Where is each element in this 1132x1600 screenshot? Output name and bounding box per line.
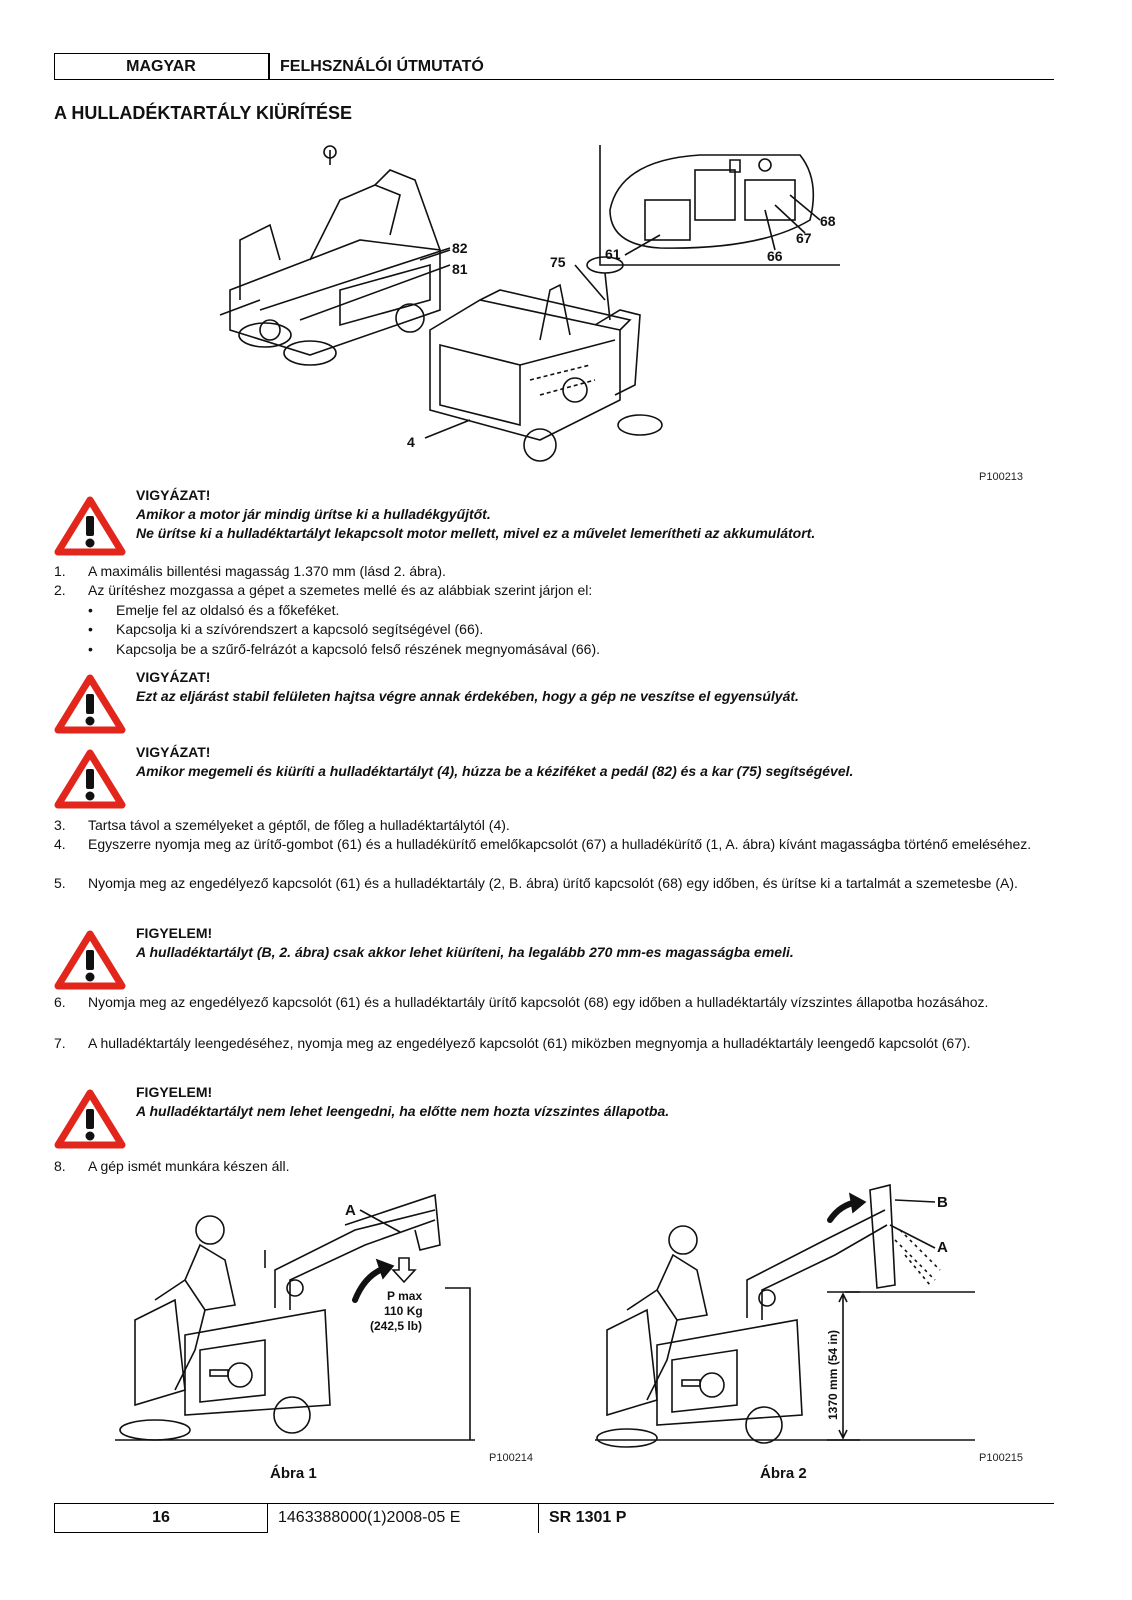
page-footer: 16 1463388000(1)2008-05 E SR 1301 P bbox=[54, 1503, 1054, 1533]
header-divider bbox=[268, 53, 269, 80]
warning-title: VIGYÁZAT! bbox=[136, 744, 211, 760]
callout-67: 67 bbox=[796, 230, 812, 246]
machine-illustration-top: 82 81 75 61 66 67 68 4 bbox=[219, 145, 840, 462]
warning-title: FIGYELEM! bbox=[136, 1084, 213, 1100]
warning-line: A hulladéktartályt (B, 2. ábra) csak akk… bbox=[136, 944, 794, 960]
warning-line: Ezt az eljárást stabil felületen hajtsa … bbox=[136, 688, 799, 704]
section-title: A HULLADÉKTARTÁLY KIÜRÍTÉSE bbox=[54, 103, 353, 123]
figure-2-code: P100215 bbox=[979, 1452, 1024, 1464]
language-box bbox=[54, 53, 270, 80]
model-name: SR 1301 P bbox=[538, 1503, 626, 1533]
warning-block-2: VIGYÁZAT! Ezt az eljárást stabil felület… bbox=[54, 668, 1054, 734]
warning-title: VIGYÁZAT! bbox=[136, 487, 211, 503]
warning-title: VIGYÁZAT! bbox=[136, 669, 211, 685]
language-label: MAGYAR bbox=[126, 58, 196, 75]
fig2-label-a: A bbox=[937, 1239, 948, 1256]
fig1-load-line3: (242,5 lb) bbox=[370, 1319, 422, 1333]
warning-line: Amikor a motor jár mindig ürítse ki a hu… bbox=[136, 506, 491, 522]
callout-4: 4 bbox=[407, 434, 415, 450]
warning-line: Ne ürítse ki a hulladéktartályt lekapcso… bbox=[136, 525, 816, 541]
warning-icon bbox=[54, 496, 126, 556]
figure-1-illustration: A P max 110 Kg (242,5 lb) bbox=[115, 1193, 475, 1441]
figure-code-top: P100213 bbox=[979, 471, 1024, 483]
fig2-label-b: B bbox=[937, 1194, 948, 1211]
header-underline bbox=[268, 79, 1054, 80]
figure-2-caption: Ábra 2 bbox=[760, 1465, 807, 1482]
document-code: 1463388000(1)2008-05 E bbox=[278, 1509, 461, 1526]
warning-block-1: VIGYÁZAT! Amikor a motor jár mindig ürít… bbox=[54, 486, 1054, 562]
fig1-load-line1: P max bbox=[387, 1289, 422, 1303]
callout-66: 66 bbox=[767, 248, 783, 264]
fig1-label-a: A bbox=[345, 1202, 356, 1219]
page-number: 16 bbox=[54, 1503, 268, 1533]
callout-61: 61 bbox=[605, 246, 621, 262]
callout-68: 68 bbox=[820, 213, 836, 229]
figure-2-illustration: B A 1370 mm (54 in) bbox=[595, 1183, 975, 1448]
callout-75: 75 bbox=[550, 254, 566, 270]
warning-icon bbox=[54, 749, 126, 809]
warning-icon bbox=[54, 930, 126, 990]
warning-block-4: FIGYELEM! A hulladéktartályt (B, 2. ábra… bbox=[54, 924, 1054, 990]
warning-block-5: FIGYELEM! A hulladéktartályt nem lehet l… bbox=[54, 1083, 1054, 1153]
page-header: MAGYAR FELHSZNÁLÓI ÚTMUTATÓ bbox=[54, 53, 1054, 80]
manual-title: FELHSZNÁLÓI ÚTMUTATÓ bbox=[280, 58, 484, 75]
warning-line: A hulladéktartályt nem lehet leengedni, … bbox=[136, 1103, 670, 1119]
figure-1-caption: Ábra 1 bbox=[270, 1465, 317, 1482]
callout-82: 82 bbox=[452, 240, 468, 256]
warning-icon bbox=[54, 674, 126, 734]
warning-icon bbox=[54, 1089, 126, 1149]
fig2-height-label: 1370 mm (54 in) bbox=[826, 1330, 840, 1420]
fig1-load-line2: 110 Kg bbox=[384, 1304, 423, 1318]
callout-81: 81 bbox=[452, 261, 468, 277]
footer-line bbox=[268, 1503, 1054, 1504]
warning-title: FIGYELEM! bbox=[136, 925, 213, 941]
warning-block-3: VIGYÁZAT! Amikor megemeli és kiüríti a h… bbox=[54, 743, 1054, 813]
warning-line: Amikor megemeli és kiüríti a hulladéktar… bbox=[136, 763, 854, 779]
figure-1-code: P100214 bbox=[489, 1452, 534, 1464]
